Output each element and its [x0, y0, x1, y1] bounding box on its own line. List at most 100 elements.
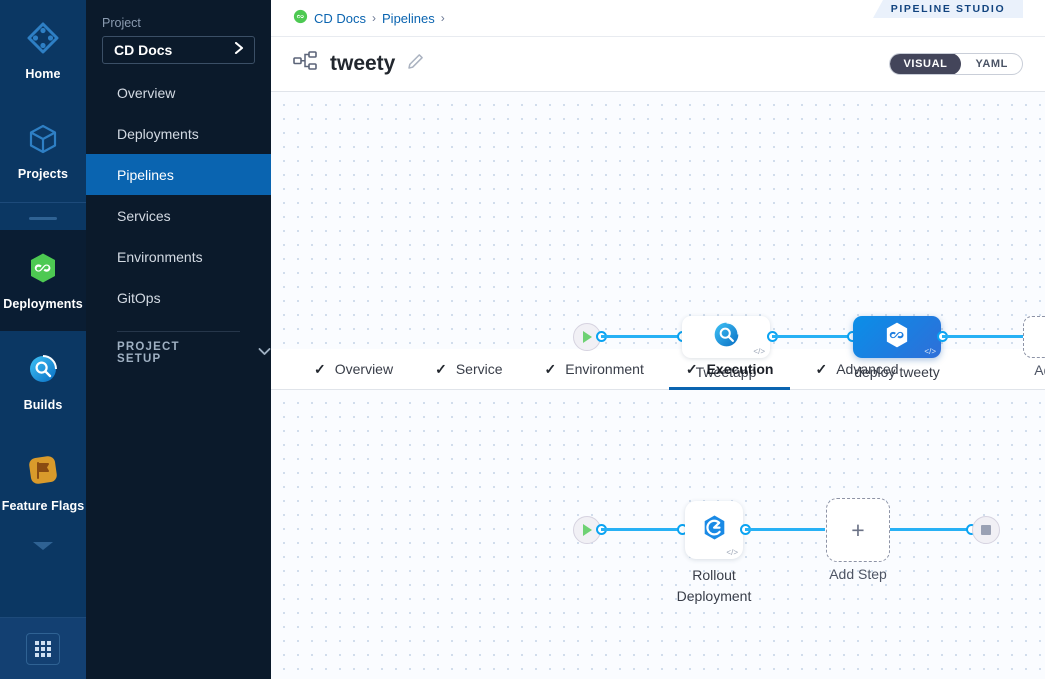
rail-item-home[interactable]: Home — [0, 0, 86, 101]
stage-label-deploy-tweety: deploy tweety — [854, 364, 940, 380]
breadcrumb-separator: › — [372, 11, 377, 25]
toggle-yaml[interactable]: YAML — [975, 58, 1008, 70]
main-content: PIPELINE STUDIO CD Docs › Pipelines › — [271, 0, 1045, 679]
check-icon: ✓ — [815, 360, 828, 377]
add-step-label: Add Step — [829, 566, 887, 582]
stage-card[interactable]: </> — [682, 316, 770, 358]
add-stage-button[interactable]: + — [1023, 316, 1045, 358]
step-code-badge: </> — [726, 548, 738, 557]
step-card[interactable]: </> — [685, 501, 743, 559]
sidebar-item-services[interactable]: Services — [86, 195, 271, 236]
sidebar-section-label: Project — [102, 16, 141, 30]
sidebar-item-overview[interactable]: Overview — [86, 72, 271, 113]
project-sidebar: Project CD Docs Overview Deployments Pip… — [86, 0, 271, 679]
stage-node-deploy-tweety[interactable]: </> deploy tweety — [853, 316, 941, 380]
module-nav-rail: Home Projects Deployments — [0, 0, 86, 679]
harness-module-icon — [293, 9, 308, 27]
flag-icon — [26, 453, 60, 492]
home-diamond-icon — [26, 21, 60, 60]
tab-advanced[interactable]: ✓ Advanced — [794, 349, 919, 390]
tab-label: Environment — [565, 361, 644, 377]
harness-infinity-icon — [26, 251, 60, 290]
add-step-button[interactable]: + — [826, 498, 890, 562]
pencil-icon[interactable] — [407, 53, 424, 75]
pipeline-titlebar: tweety VISUAL YAML — [271, 36, 1045, 92]
add-step-node[interactable]: + Add Step — [826, 498, 890, 582]
stage-canvas[interactable]: </> Tweetapp </> deploy tweety — [271, 92, 1045, 380]
tab-overview[interactable]: ✓ Overview — [293, 349, 414, 390]
view-mode-toggle[interactable]: VISUAL YAML — [888, 53, 1023, 75]
check-icon: ✓ — [435, 360, 447, 377]
sidebar-item-gitops[interactable]: GitOps — [86, 277, 271, 318]
rail-label-projects: Projects — [17, 166, 69, 181]
tab-execution[interactable]: ✓ Execution — [665, 349, 795, 390]
rail-drag-handle[interactable] — [29, 217, 57, 220]
stage-label-tweetapp: Tweetapp — [695, 364, 757, 380]
toggle-visual[interactable]: VISUAL — [889, 54, 962, 74]
plus-icon: + — [851, 516, 865, 543]
stage-config-tabs: ✓ Overview ✓ Service ✓ Environment ✓ Exe… — [271, 349, 1045, 390]
stage-code-badge: </> — [753, 347, 765, 356]
wire-tweetapp-to-deploy — [772, 335, 854, 338]
breadcrumb-cd-docs[interactable]: CD Docs — [314, 10, 367, 26]
sidebar-item-label: Environments — [117, 248, 203, 265]
stage-card-selected[interactable]: </> — [853, 316, 941, 358]
sidebar-item-label: Services — [117, 207, 171, 224]
sidebar-item-pipelines[interactable]: Pipelines — [86, 154, 271, 195]
build-circle-icon — [26, 352, 60, 391]
stage-node-tweetapp[interactable]: </> Tweetapp — [682, 316, 770, 380]
rail-label-feature-flags: Feature Flags — [1, 498, 85, 513]
wire-rollout-to-add-step — [745, 528, 825, 531]
tab-environment[interactable]: ✓ Environment — [524, 349, 665, 390]
chevron-down-icon[interactable] — [30, 539, 56, 558]
breadcrumb-pipelines[interactable]: Pipelines — [382, 10, 435, 26]
sidebar-project-setup[interactable]: PROJECT SETUP — [86, 332, 271, 374]
rail-bottom-bar — [0, 617, 86, 679]
tab-label: Overview — [334, 361, 394, 377]
step-label-rollout-deployment: Rollout Deployment — [676, 567, 752, 604]
pipeline-flow-icon — [293, 51, 318, 77]
project-name: CD Docs — [114, 42, 173, 58]
tab-label: Advanced — [836, 361, 899, 377]
rail-label-home: Home — [25, 66, 61, 81]
tab-service[interactable]: ✓ Service — [414, 349, 523, 390]
rail-label-builds: Builds — [23, 397, 63, 412]
rollout-hex-icon — [700, 513, 729, 547]
wire-deploy-to-add-stage — [942, 335, 1024, 338]
stage-code-badge: </> — [924, 347, 936, 356]
cube-icon — [27, 123, 59, 160]
rail-item-builds[interactable]: Builds — [0, 331, 86, 432]
execution-steps-canvas[interactable]: </> Rollout Deployment + Add Step — [271, 390, 1045, 679]
check-icon: ✓ — [314, 360, 326, 377]
rail-item-feature-flags[interactable]: Feature Flags — [0, 432, 86, 533]
sidebar-divider — [117, 331, 240, 332]
harness-hex-infinity-icon — [882, 320, 912, 355]
execution-end-node[interactable] — [972, 516, 1000, 544]
sidebar-item-label: GitOps — [117, 289, 161, 306]
breadcrumb-separator: › — [440, 11, 445, 25]
step-node-rollout-deployment[interactable]: </> Rollout Deployment — [677, 501, 751, 604]
build-circle-icon — [711, 319, 742, 355]
add-stage-node[interactable]: + Add Stage — [1023, 316, 1045, 378]
rail-divider — [0, 202, 86, 203]
tab-label: Service — [455, 361, 503, 377]
wire-start-to-rollout — [601, 528, 683, 531]
rail-label-deployments: Deployments — [3, 296, 83, 311]
project-setup-label: PROJECT SETUP — [117, 341, 180, 365]
chevron-down-icon — [258, 347, 271, 359]
grid-apps-icon[interactable] — [26, 632, 60, 665]
project-selector[interactable]: CD Docs — [102, 36, 255, 64]
sidebar-item-label: Overview — [117, 84, 176, 101]
rail-item-deployments[interactable]: Deployments — [0, 230, 86, 331]
page-title: tweety — [330, 52, 396, 75]
sidebar-item-deployments[interactable]: Deployments — [86, 113, 271, 154]
pipeline-studio-ribbon: PIPELINE STUDIO — [873, 0, 1023, 18]
check-icon: ✓ — [544, 360, 557, 377]
tab-label: Execution — [706, 361, 774, 377]
chevron-right-icon — [234, 41, 245, 59]
sidebar-item-environments[interactable]: Environments — [86, 236, 271, 277]
sidebar-item-label: Deployments — [117, 125, 199, 142]
rail-item-projects[interactable]: Projects — [0, 101, 86, 202]
check-icon: ✓ — [685, 360, 698, 377]
